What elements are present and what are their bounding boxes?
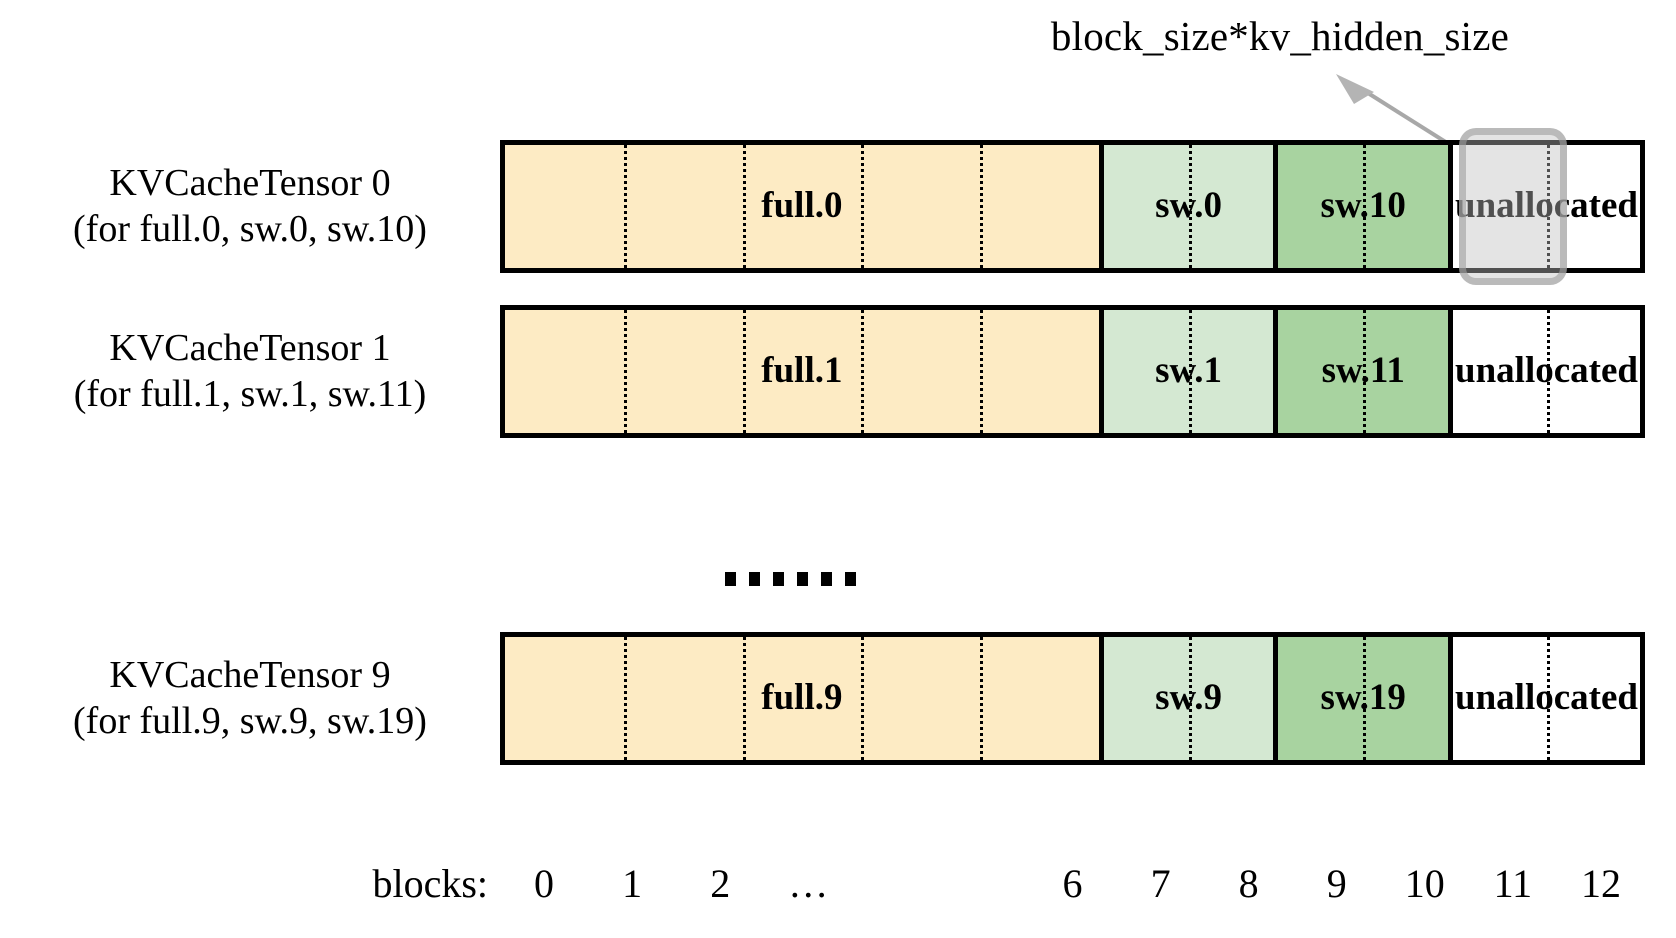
tensor-segment-full: full.0 [505, 145, 1099, 268]
block-divider [980, 145, 983, 268]
tensor-segment-label: sw.11 [1321, 350, 1405, 392]
tensor-segment-unallocated: unallocated [1448, 637, 1640, 760]
tensor-row-label: KVCacheTensor 0(for full.0, sw.0, sw.10) [20, 160, 480, 253]
tensor-segment-label: full.1 [761, 350, 843, 392]
tensor-segment-full: full.9 [505, 637, 1099, 760]
tensor-segment-label: sw.9 [1155, 677, 1222, 719]
block-divider [742, 145, 746, 268]
blocks-axis-tick: 10 [1404, 861, 1445, 906]
kvcache-tensor-bar: full.9 sw.9 sw.19 unallocated [500, 632, 1645, 765]
block-divider [861, 145, 865, 268]
tensor-segment-unallocated: unallocated [1448, 310, 1640, 433]
block-divider [742, 310, 746, 433]
arrow-up-left-icon [1336, 74, 1454, 148]
tensor-segment-sw-low: sw.9 [1098, 637, 1274, 760]
tensor-row-label-line1: KVCacheTensor 1 [109, 326, 391, 369]
tensor-segment-label: unallocated [1455, 677, 1638, 719]
blocks-axis-tick: 1 [622, 861, 643, 906]
blocks-axis-tick: 12 [1580, 861, 1621, 906]
blocks-axis-tick: 6 [1062, 861, 1083, 906]
tensor-segment-sw-low: sw.1 [1098, 310, 1274, 433]
block-divider [742, 637, 746, 760]
kvcache-tensor-bar: full.0 sw.0 sw.10 unallocated [500, 140, 1645, 273]
tensor-segment-label: unallocated [1455, 350, 1638, 392]
tensor-segment-label: unallocated [1455, 185, 1638, 227]
tensor-segment-sw-high: sw.10 [1273, 145, 1449, 268]
tensor-row-label: KVCacheTensor 1(for full.1, sw.1, sw.11) [20, 325, 480, 418]
rows-ellipsis [725, 572, 856, 586]
block-divider [861, 637, 865, 760]
tensor-segment-label: sw.19 [1320, 677, 1406, 719]
callout-label: block_size*kv_hidden_size [1050, 13, 1510, 59]
tensor-row-label: KVCacheTensor 9(for full.9, sw.9, sw.19) [20, 652, 480, 745]
blocks-axis-tick: 9 [1326, 861, 1347, 906]
tensor-segment-sw-low: sw.0 [1098, 145, 1274, 268]
tensor-row-label-line2: (for full.1, sw.1, sw.11) [73, 372, 427, 415]
block-divider [980, 310, 983, 433]
tensor-row-label-line1: KVCacheTensor 0 [109, 161, 391, 204]
tensor-segment-sw-high: sw.19 [1273, 637, 1449, 760]
blocks-axis-tick: 0 [534, 861, 555, 906]
blocks-axis-tick: 11 [1493, 861, 1533, 906]
tensor-row-label-line2: (for full.9, sw.9, sw.19) [73, 699, 427, 742]
tensor-segment-unallocated: unallocated [1448, 145, 1640, 268]
tensor-segment-label: full.0 [761, 185, 843, 227]
block-divider [861, 310, 865, 433]
tensor-segment-sw-high: sw.11 [1273, 310, 1449, 433]
blocks-axis-title: blocks: [372, 861, 488, 906]
blocks-axis-tick: 2 [710, 861, 731, 906]
tensor-segment-full: full.1 [505, 310, 1099, 433]
tensor-row-label-line1: KVCacheTensor 9 [109, 653, 391, 696]
block-divider [623, 145, 627, 268]
tensor-segment-label: sw.0 [1155, 185, 1222, 227]
block-divider [980, 637, 983, 760]
blocks-axis-tick: 7 [1150, 861, 1171, 906]
kvcache-tensor-bar: full.1 sw.1 sw.11 unallocated [500, 305, 1645, 438]
tensor-segment-label: sw.1 [1155, 350, 1222, 392]
blocks-axis-tick: … [788, 861, 829, 906]
block-divider [623, 310, 627, 433]
blocks-axis-tick: 8 [1238, 861, 1259, 906]
tensor-segment-label: full.9 [761, 677, 843, 719]
block-divider [623, 637, 627, 760]
tensor-segment-label: sw.10 [1320, 185, 1406, 227]
tensor-row-label-line2: (for full.0, sw.0, sw.10) [73, 207, 427, 250]
